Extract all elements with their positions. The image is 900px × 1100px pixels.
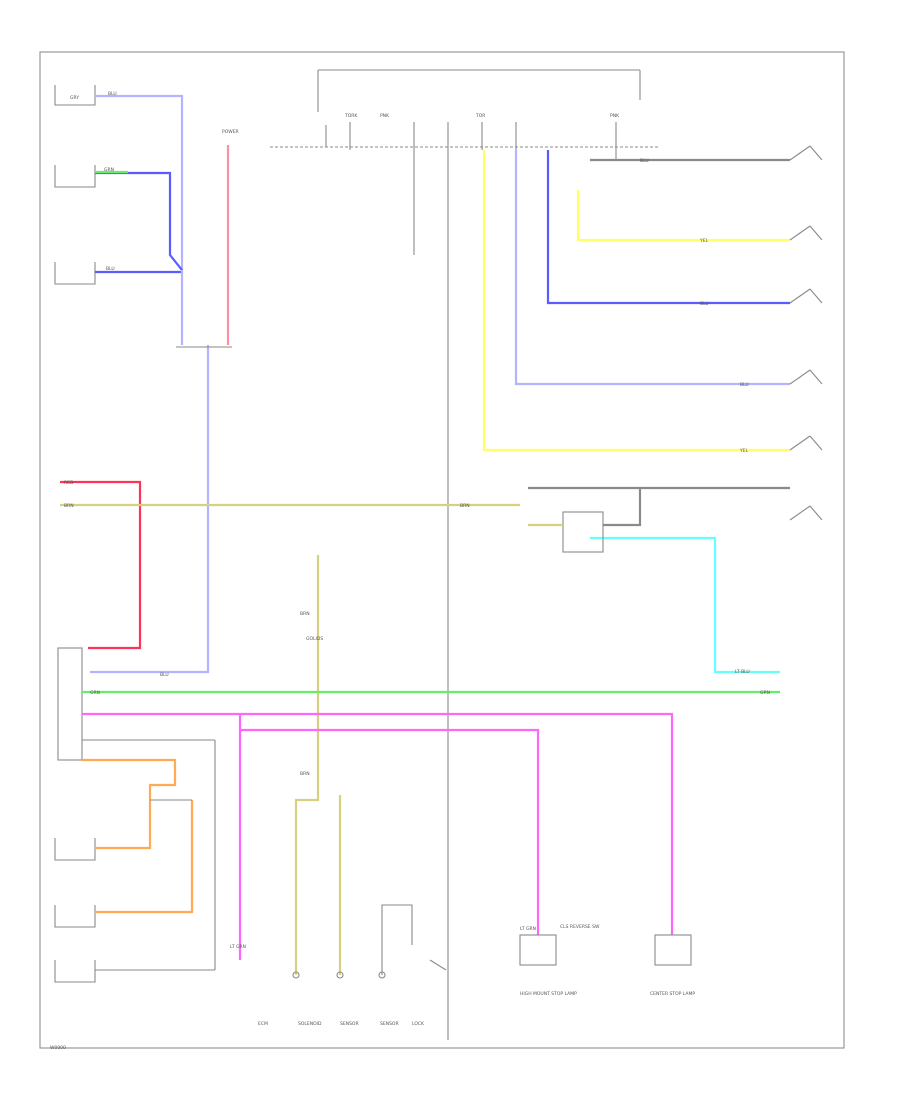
svg-text:PNK: PNK	[380, 113, 390, 119]
wire-cyan	[590, 536, 780, 674]
wire-blue-right	[546, 150, 790, 305]
svg-text:GRN: GRN	[760, 690, 770, 696]
svg-text:CENTER STOP LAMP: CENTER STOP LAMP	[650, 991, 695, 997]
svg-text:BRN: BRN	[300, 611, 310, 617]
wire-labels: GRY BLU GRN BLU POWER TORK PNK TOR PNK B…	[50, 91, 770, 1051]
diagram-frame	[39, 51, 845, 1049]
wire-yellow-right	[576, 190, 790, 242]
svg-text:SENSOR: SENSOR	[340, 1021, 359, 1027]
svg-text:BLU: BLU	[740, 382, 749, 388]
bottom-components	[292, 904, 692, 979]
wire-orange-2	[95, 800, 194, 914]
svg-text:LOCK: LOCK	[412, 1021, 425, 1027]
wire-blue-mid	[95, 171, 183, 271]
svg-text:ECM: ECM	[258, 1021, 268, 1027]
wire-khaki-vertical	[294, 555, 320, 975]
svg-text:PNK: PNK	[610, 113, 620, 119]
svg-text:BRN: BRN	[64, 503, 74, 509]
svg-text:SOLENOID: SOLENOID	[298, 1021, 322, 1027]
svg-text:LT BLU: LT BLU	[735, 669, 750, 675]
svg-text:CLS REVERSE SW: CLS REVERSE SW	[560, 924, 600, 930]
wire-orange-1	[82, 758, 177, 850]
svg-text:GRY: GRY	[70, 95, 79, 101]
wire-yellow-right-2	[482, 150, 790, 452]
svg-text:BLU: BLU	[700, 301, 709, 307]
svg-text:SENSOR: SENSOR	[380, 1021, 399, 1027]
svg-text:RED: RED	[64, 480, 74, 486]
svg-text:LT GRN: LT GRN	[230, 944, 246, 950]
svg-text:YEL: YEL	[699, 238, 709, 244]
svg-text:TORK: TORK	[344, 113, 358, 119]
svg-text:W0000: W0000	[50, 1045, 66, 1051]
right-switches	[789, 145, 823, 521]
svg-text:BRN: BRN	[300, 771, 310, 777]
wire-magenta-2	[238, 714, 540, 935]
svg-text:YEL: YEL	[739, 448, 749, 454]
svg-text:HIGH MOUNT STOP LAMP: HIGH MOUNT STOP LAMP	[520, 991, 577, 997]
wire-magenta-long	[82, 712, 674, 935]
svg-text:GRN: GRN	[104, 167, 114, 173]
main-connector-block	[270, 69, 660, 160]
relay-box	[562, 511, 604, 553]
svg-text:GRN: GRN	[90, 690, 100, 696]
svg-text:LT GRN: LT GRN	[520, 926, 536, 932]
svg-text:BRN: BRN	[460, 503, 470, 509]
svg-text:BLU: BLU	[106, 266, 115, 272]
svg-text:BLU: BLU	[640, 158, 649, 164]
svg-text:BLU: BLU	[160, 672, 169, 678]
svg-text:TOR: TOR	[475, 113, 485, 119]
wire-blue-top	[95, 94, 184, 270]
svg-text:POWER: POWER	[222, 129, 239, 135]
svg-text:GOLIDS: GOLIDS	[306, 636, 323, 642]
wire-lavender-right	[514, 150, 790, 386]
wire-red	[60, 480, 142, 650]
wire-lavender-long	[90, 345, 210, 674]
svg-text:BLU: BLU	[108, 91, 117, 97]
